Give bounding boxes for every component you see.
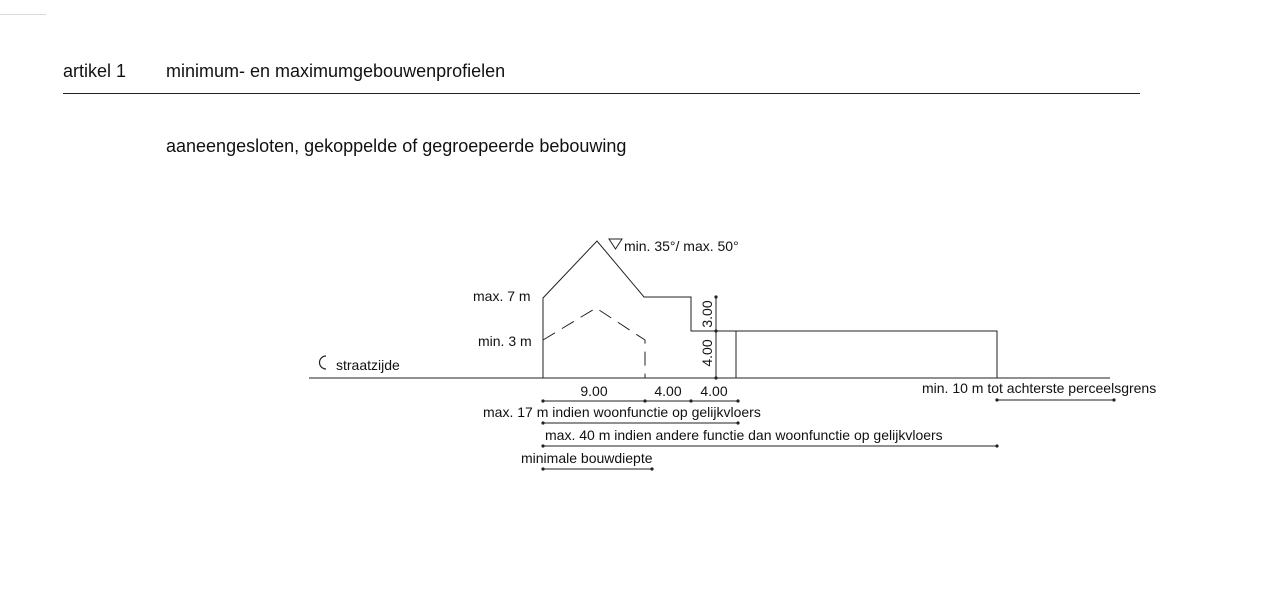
min-depth-tick-end [650, 467, 654, 471]
hdim-tick-4 [736, 399, 740, 403]
vertical-dim-tick-mid [714, 329, 718, 333]
rear-setback-tick-start [995, 398, 999, 402]
article-number: artikel 1 [63, 61, 127, 81]
vertical-dim-upper: 3.00 [699, 300, 715, 327]
roof-pitch-label: min. 35°/ max. 50° [624, 238, 739, 254]
vertical-dim-tick-top [714, 295, 718, 299]
street-side-label: straatzijde [336, 357, 400, 373]
depth-residential-label: max. 17 m indien woonfunctie op gelijkvl… [483, 404, 761, 420]
header-rule [63, 93, 1140, 94]
street-side-icon [318, 355, 327, 370]
roof-pitch-triangle-icon [608, 238, 623, 250]
hdim-label-annex: 4.00 [700, 383, 727, 399]
rear-setback-label: min. 10 m tot achterste perceelsgrens [922, 380, 1156, 396]
depth-other-tick-start [541, 444, 545, 448]
hdim-tick-2 [643, 399, 647, 403]
min-profile-dashed [542, 307, 646, 378]
article-title: minimum- en maximumgebouwenprofielen [166, 61, 506, 81]
depth-other-label: max. 40 m indien andere functie dan woon… [545, 427, 943, 443]
vertical-dim-lower: 4.00 [699, 339, 715, 366]
min-depth-label: minimale bouwdiepte [521, 450, 653, 466]
hdim-label-mid: 4.00 [654, 383, 681, 399]
depth-residential-tick-end [736, 421, 740, 425]
rear-setback-tick-end [1112, 398, 1116, 402]
vertical-dim-tick-bottom [714, 376, 718, 380]
hdim-tick-3 [689, 399, 693, 403]
hdim-tick-1 [541, 399, 545, 403]
diagram-subtitle: aaneengesloten, gekoppelde of gegroepeer… [166, 136, 627, 156]
min-depth-tick-start [541, 467, 545, 471]
max-height-label: max. 7 m [473, 288, 531, 304]
depth-residential-tick-start [541, 421, 545, 425]
hdim-label-main: 9.00 [580, 383, 607, 399]
depth-other-tick-end [995, 444, 999, 448]
min-height-label: min. 3 m [478, 333, 532, 349]
max-profile-outline [542, 240, 998, 378]
corner-rule [0, 14, 46, 15]
